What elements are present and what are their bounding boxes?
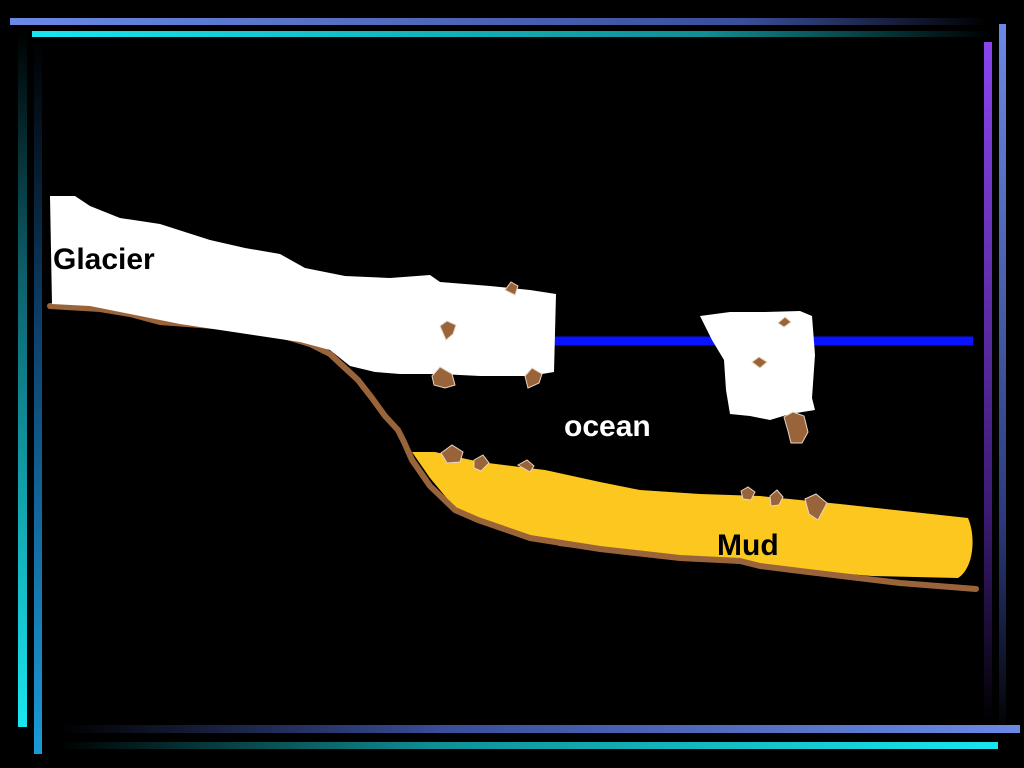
rock <box>740 486 756 501</box>
rock <box>783 411 809 444</box>
frame-left-teal-line <box>18 30 27 727</box>
rock <box>777 316 792 328</box>
frame-top-blue-line <box>10 18 988 25</box>
glacier-label: Glacier <box>53 243 155 276</box>
frame-top-cyan-line <box>32 31 990 37</box>
mud-layer <box>412 452 973 578</box>
rock <box>473 454 490 472</box>
frame-left-blue-line <box>34 40 42 754</box>
rock <box>751 356 768 369</box>
rock <box>804 493 828 521</box>
frame-bottom-cyan-line <box>58 742 998 749</box>
ocean-label: ocean <box>564 410 651 443</box>
rock <box>440 444 464 464</box>
slide-frame <box>10 18 1020 754</box>
glacier-body <box>50 196 556 376</box>
rock <box>439 320 457 341</box>
rocks <box>431 281 828 521</box>
rock <box>524 367 543 389</box>
rock <box>769 489 784 507</box>
rock <box>504 281 519 296</box>
frame-bottom-blue-line <box>58 725 1020 733</box>
frame-right-blue-line <box>999 24 1006 738</box>
frame-right-violet-line <box>984 42 992 724</box>
rock <box>431 366 456 389</box>
rock <box>516 459 535 473</box>
mud-label: Mud <box>717 529 779 562</box>
